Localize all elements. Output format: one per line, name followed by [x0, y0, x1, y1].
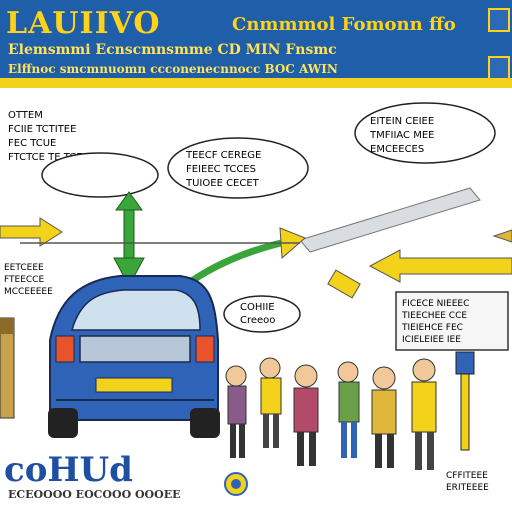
header-subtitle-1: Elemsmmi Ecnscmnsmme CD MIN Fnsmc [8, 42, 337, 58]
callout-top-left-line: OTTEM [8, 110, 43, 121]
car-illustration [48, 275, 220, 438]
panel-right-line: ICIELEIEE IEE [402, 335, 461, 345]
note-left: MCCEEEEE [4, 287, 53, 297]
tag-yellow [327, 269, 361, 299]
panel-right-line: TIEECHEE CCE [401, 311, 467, 321]
person-4 [337, 361, 360, 458]
person-5 [371, 366, 397, 468]
person-1 [225, 365, 247, 458]
bubble-top-right-line: EITEIN CEIEE [370, 116, 434, 127]
person-6 [411, 358, 437, 470]
arrow-gray-beam [299, 187, 481, 253]
speech-bubble-left [41, 152, 159, 198]
charging-post [455, 351, 475, 451]
bubble-center-line: TUIOEE CECET [185, 178, 260, 189]
notes-left: EETCEEE FTEECCE MCCEEEEE [4, 263, 53, 297]
person-3 [293, 364, 319, 466]
speech-bubble-center: TEECF CEREGE FEIEEC TCCES TUIOEE CECET [167, 137, 309, 199]
header-subtitle-2: Elffnoc smcmnuomn ccconenecnnocc BOC AWI… [8, 62, 338, 76]
corner-badge-bottom [488, 56, 510, 80]
notes-right: CFFITEEE ERITEEEE [446, 471, 489, 493]
bubble-car-line: COHIIE [240, 302, 275, 313]
panel-right-line: TIEIEHCE FEC [401, 323, 463, 333]
callout-top-left-line: FEC TCUE [8, 138, 56, 149]
globe-icon [224, 472, 248, 496]
callout-top-left-line: FCIIE TCTITEE [8, 124, 76, 135]
header-banner [0, 0, 512, 88]
bubble-top-right-line: EMCEECES [370, 144, 424, 155]
note-right: CFFITEEE [446, 471, 488, 481]
note-left: FTEECCE [4, 275, 44, 285]
person-2 [259, 357, 282, 448]
panel-right-line: FICECE NIEEEC [402, 299, 469, 309]
cylinder-device [0, 317, 15, 419]
bubble-top-right-line: TMFIIAC MEE [369, 130, 434, 141]
header-title-left: LAUIIVO [6, 6, 161, 41]
speech-bubble-car: COHIIE Creeoo [223, 295, 301, 333]
footer-caption: ECEOOOO EOCOOO OOOEE [8, 488, 181, 501]
bubble-car-line: Creeoo [240, 315, 275, 326]
header-title-right: Cnmmmol Fomonn ffo [232, 14, 456, 35]
bubble-center-line: TEECF CEREGE [185, 150, 261, 161]
note-right: ERITEEEE [446, 483, 489, 493]
note-left: EETCEEE [4, 263, 44, 273]
arrow-yellow-right [368, 249, 512, 283]
illustration-canvas: OTTEM FCIIE TCTITEE FEC TCUE FTCTCE TE T… [0, 102, 512, 496]
info-panel-right: FICECE NIEEEC TIEECHEE CCE TIEIEHCE FEC … [395, 291, 509, 351]
bubble-center-line: FEIEEC TCCES [186, 164, 256, 175]
callout-top-left-line: FTCTCE TE TCE [8, 152, 83, 163]
arrow-green-down [113, 191, 145, 288]
callout-top-left: OTTEM FCIIE TCTITEE FEC TCUE FTCTCE TE T… [8, 110, 83, 163]
arrow-yellow-left [0, 217, 63, 247]
corner-badge-top [488, 8, 510, 32]
footer-logo: coHUd [4, 450, 133, 490]
people-group [225, 357, 437, 470]
header-stripe [0, 78, 512, 88]
pencil-right [492, 229, 512, 243]
speech-bubble-top-right: EITEIN CEIEE TMFIIAC MEE EMCEECES [354, 102, 496, 164]
